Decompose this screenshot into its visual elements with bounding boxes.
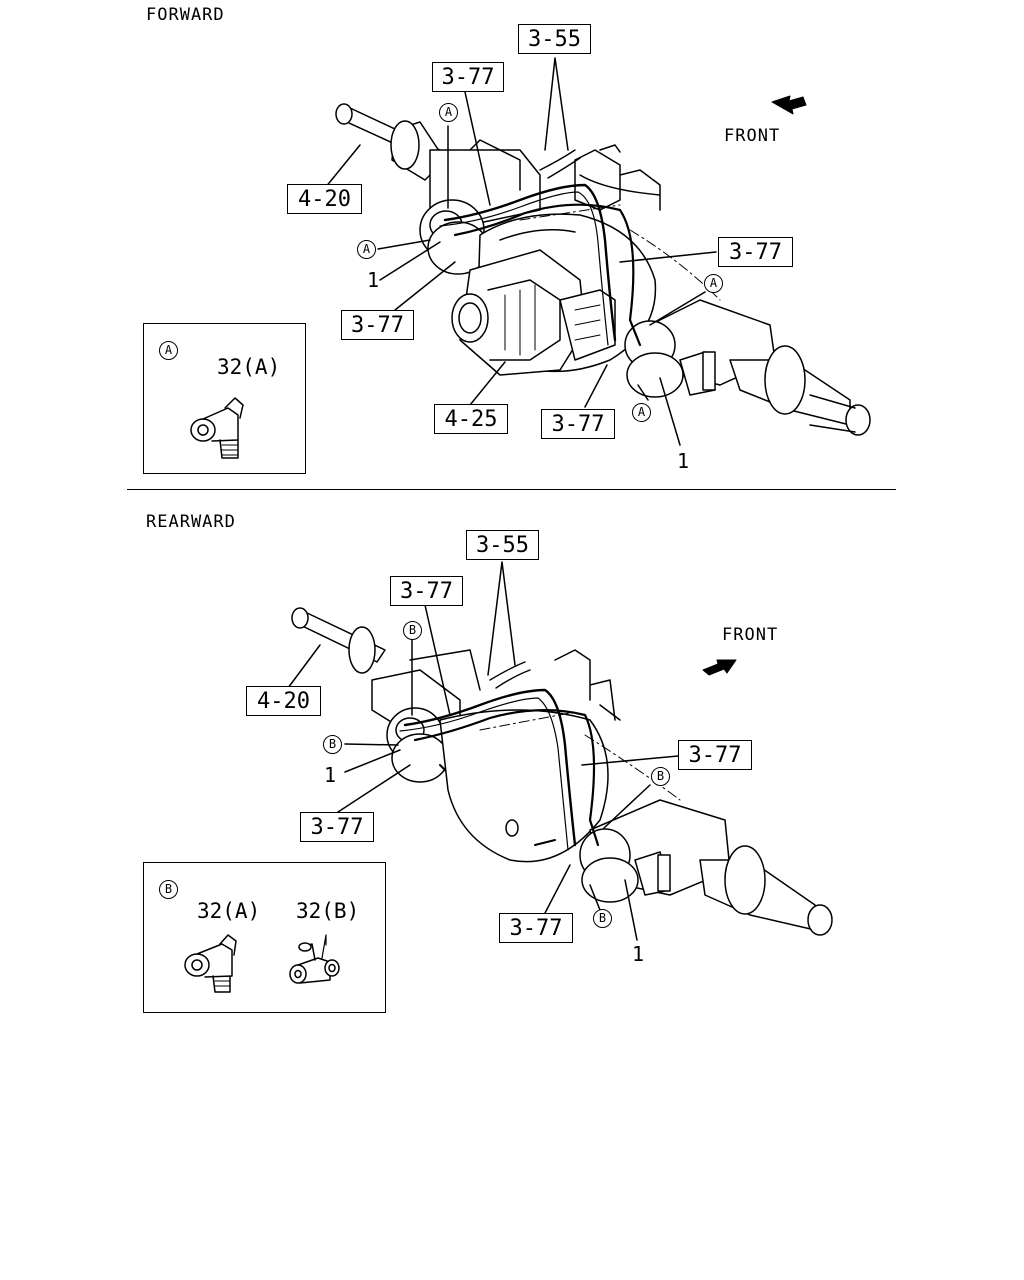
detail-a-marker: A [159, 341, 178, 360]
section-divider [127, 489, 896, 490]
forward-ref-4-20[interactable]: 4-20 [287, 184, 362, 214]
forward-ref-3-55[interactable]: 3-55 [518, 24, 591, 54]
detail-b-box: B 32(A) 32(B) [143, 862, 386, 1013]
forward-axle-drawing [324, 57, 871, 446]
rearward-front-label: FRONT [722, 625, 779, 645]
rearward-marker-b-top: B [403, 621, 422, 640]
detail-b-fitting-a-drawing [184, 934, 237, 993]
forward-callout-1-left: 1 [367, 268, 380, 292]
forward-ref-3-77-bottom[interactable]: 3-77 [541, 409, 615, 439]
rearward-front-arrow [702, 659, 737, 676]
forward-section-title: FORWARD [146, 5, 225, 25]
forward-marker-a-left: A [357, 240, 376, 259]
forward-marker-a-top: A [439, 103, 458, 122]
forward-front-label: FRONT [724, 126, 781, 146]
detail-b-part-b-label: 32(B) [296, 899, 360, 923]
forward-ref-3-77-left[interactable]: 3-77 [341, 310, 414, 340]
rearward-marker-b-bottom: B [593, 909, 612, 928]
detail-a-part-label: 32(A) [217, 355, 281, 379]
forward-ref-3-77-top[interactable]: 3-77 [432, 62, 504, 92]
detail-b-marker: B [159, 880, 178, 899]
detail-b-part-a-label: 32(A) [197, 899, 261, 923]
detail-b-fitting-b-drawing [289, 934, 340, 984]
rearward-axle-drawing [287, 561, 833, 941]
forward-callout-1-bottom: 1 [677, 449, 690, 473]
rearward-marker-b-right: B [651, 767, 670, 786]
rearward-callout-1-bottom: 1 [632, 942, 645, 966]
rearward-ref-3-77-right[interactable]: 3-77 [678, 740, 752, 770]
rearward-marker-b-left: B [323, 735, 342, 754]
rearward-callout-1-left: 1 [324, 763, 337, 787]
forward-front-arrow [771, 95, 807, 115]
forward-ref-3-77-right[interactable]: 3-77 [718, 237, 793, 267]
rearward-ref-3-77-left[interactable]: 3-77 [300, 812, 374, 842]
rearward-ref-3-77-top[interactable]: 3-77 [390, 576, 463, 606]
rearward-ref-3-77-bottom[interactable]: 3-77 [499, 913, 573, 943]
rearward-section-title: REARWARD [146, 512, 236, 532]
detail-a-box: A 32(A) [143, 323, 306, 474]
rearward-ref-4-20[interactable]: 4-20 [246, 686, 321, 716]
detail-a-fitting-drawing [190, 397, 244, 459]
forward-ref-4-25[interactable]: 4-25 [434, 404, 508, 434]
forward-marker-a-right: A [704, 274, 723, 293]
forward-marker-a-bottom: A [632, 403, 651, 422]
rearward-ref-3-55[interactable]: 3-55 [466, 530, 539, 560]
